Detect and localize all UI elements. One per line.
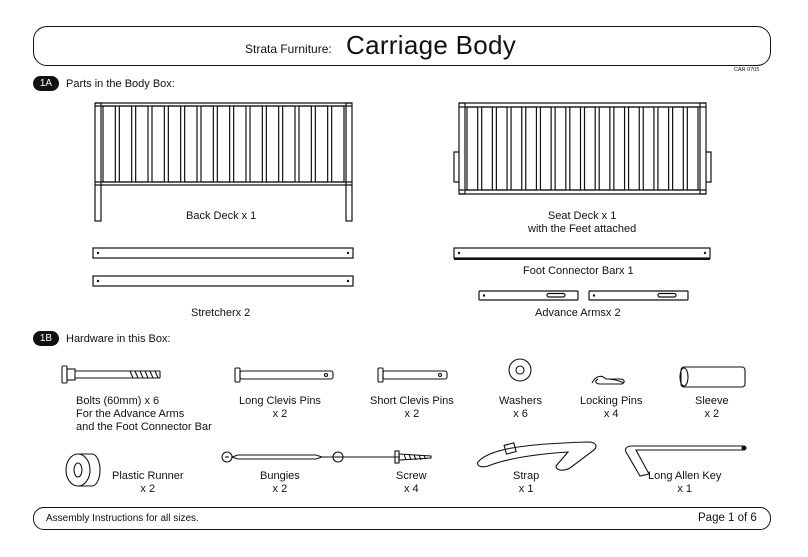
slat bbox=[216, 105, 231, 183]
bolt-illustration bbox=[61, 365, 161, 384]
label-seat-deck: Seat Deck x 1 with the Feet attached bbox=[528, 210, 637, 235]
label-bolts: Bolts (60mm) x 6 For the Advance Arms an… bbox=[76, 395, 212, 433]
slat bbox=[583, 106, 596, 191]
long-clevis-pin-illustration bbox=[234, 367, 334, 383]
label-back-deck: Back Deck x 1 bbox=[186, 210, 257, 222]
label-stretcher: Stretcherx 2 bbox=[191, 307, 251, 319]
section-label-1a: Parts in the Body Box: bbox=[66, 78, 175, 90]
stretcher-1-illustration bbox=[92, 247, 354, 259]
slat bbox=[282, 105, 296, 183]
slat bbox=[331, 105, 345, 183]
back-deck-illustration bbox=[94, 102, 353, 222]
slat bbox=[672, 106, 684, 191]
slat bbox=[642, 106, 655, 191]
label-allen-key: Long Allen Key x 1 bbox=[648, 470, 722, 495]
slat bbox=[495, 106, 508, 191]
slat bbox=[151, 105, 165, 183]
section-badge-1b: 1B bbox=[33, 331, 59, 346]
slat bbox=[167, 105, 182, 183]
label-foot-connector: Foot Connector Barx 1 bbox=[523, 265, 634, 277]
advance-arm-1-illustration bbox=[478, 290, 579, 301]
slat bbox=[554, 106, 567, 191]
washer-illustration bbox=[508, 358, 532, 382]
locking-pin-illustration bbox=[591, 375, 625, 385]
slat bbox=[539, 106, 552, 191]
slat bbox=[525, 106, 538, 191]
header-frame bbox=[33, 26, 771, 66]
allen-key-illustration bbox=[624, 445, 745, 477]
slat bbox=[265, 105, 280, 183]
label-advance-arms: Advance Armsx 2 bbox=[535, 307, 621, 319]
label-locking-pins: Locking Pins x 4 bbox=[580, 395, 643, 420]
slat bbox=[233, 105, 247, 183]
footer-note: Assembly Instructions for all sizes. bbox=[46, 513, 199, 524]
label-sleeve: Sleeve x 2 bbox=[695, 395, 729, 420]
brand-name: Strata Furniture: bbox=[245, 42, 332, 56]
slat bbox=[249, 105, 263, 183]
label-washers: Washers x 6 bbox=[499, 395, 542, 420]
slat bbox=[102, 105, 116, 183]
slat bbox=[613, 106, 626, 191]
section-label-1b: Hardware in this Box: bbox=[66, 333, 171, 345]
label-strap: Strap x 1 bbox=[513, 470, 540, 495]
label-bungies: Bungies x 2 bbox=[260, 470, 300, 495]
document-code: CAR 0705 bbox=[734, 67, 760, 73]
bungie-illustration bbox=[221, 451, 400, 463]
label-screw: Screw x 4 bbox=[396, 470, 427, 495]
slat bbox=[314, 105, 329, 183]
slat bbox=[298, 105, 312, 183]
slat bbox=[569, 106, 582, 191]
slat bbox=[686, 106, 699, 191]
sleeve-illustration bbox=[679, 366, 746, 388]
screw-illustration bbox=[394, 450, 432, 464]
slat bbox=[598, 106, 611, 191]
slat bbox=[466, 106, 479, 191]
advance-arm-2-illustration bbox=[588, 290, 689, 301]
slat bbox=[135, 105, 149, 183]
seat-deck-illustration bbox=[453, 102, 712, 195]
slat bbox=[118, 105, 133, 183]
slat bbox=[481, 106, 493, 191]
page-title: Carriage Body bbox=[346, 30, 517, 60]
page-number: Page 1 of 6 bbox=[698, 512, 757, 524]
slat bbox=[200, 105, 214, 183]
slat bbox=[184, 105, 198, 183]
stretcher-2-illustration bbox=[92, 275, 354, 287]
slat bbox=[657, 106, 670, 191]
strap-illustration bbox=[477, 441, 597, 471]
plastic-runner-illustration bbox=[65, 453, 101, 487]
foot-connector-illustration bbox=[453, 247, 711, 259]
slat bbox=[627, 106, 640, 191]
short-clevis-pin-illustration bbox=[377, 367, 448, 383]
slat bbox=[510, 106, 523, 191]
label-plastic-runner: Plastic Runner x 2 bbox=[112, 470, 184, 495]
footer-frame bbox=[33, 507, 771, 530]
section-badge-1a: 1A bbox=[33, 76, 59, 91]
label-long-clevis-pins: Long Clevis Pins x 2 bbox=[239, 395, 321, 420]
label-short-clevis-pins: Short Clevis Pins x 2 bbox=[370, 395, 454, 420]
